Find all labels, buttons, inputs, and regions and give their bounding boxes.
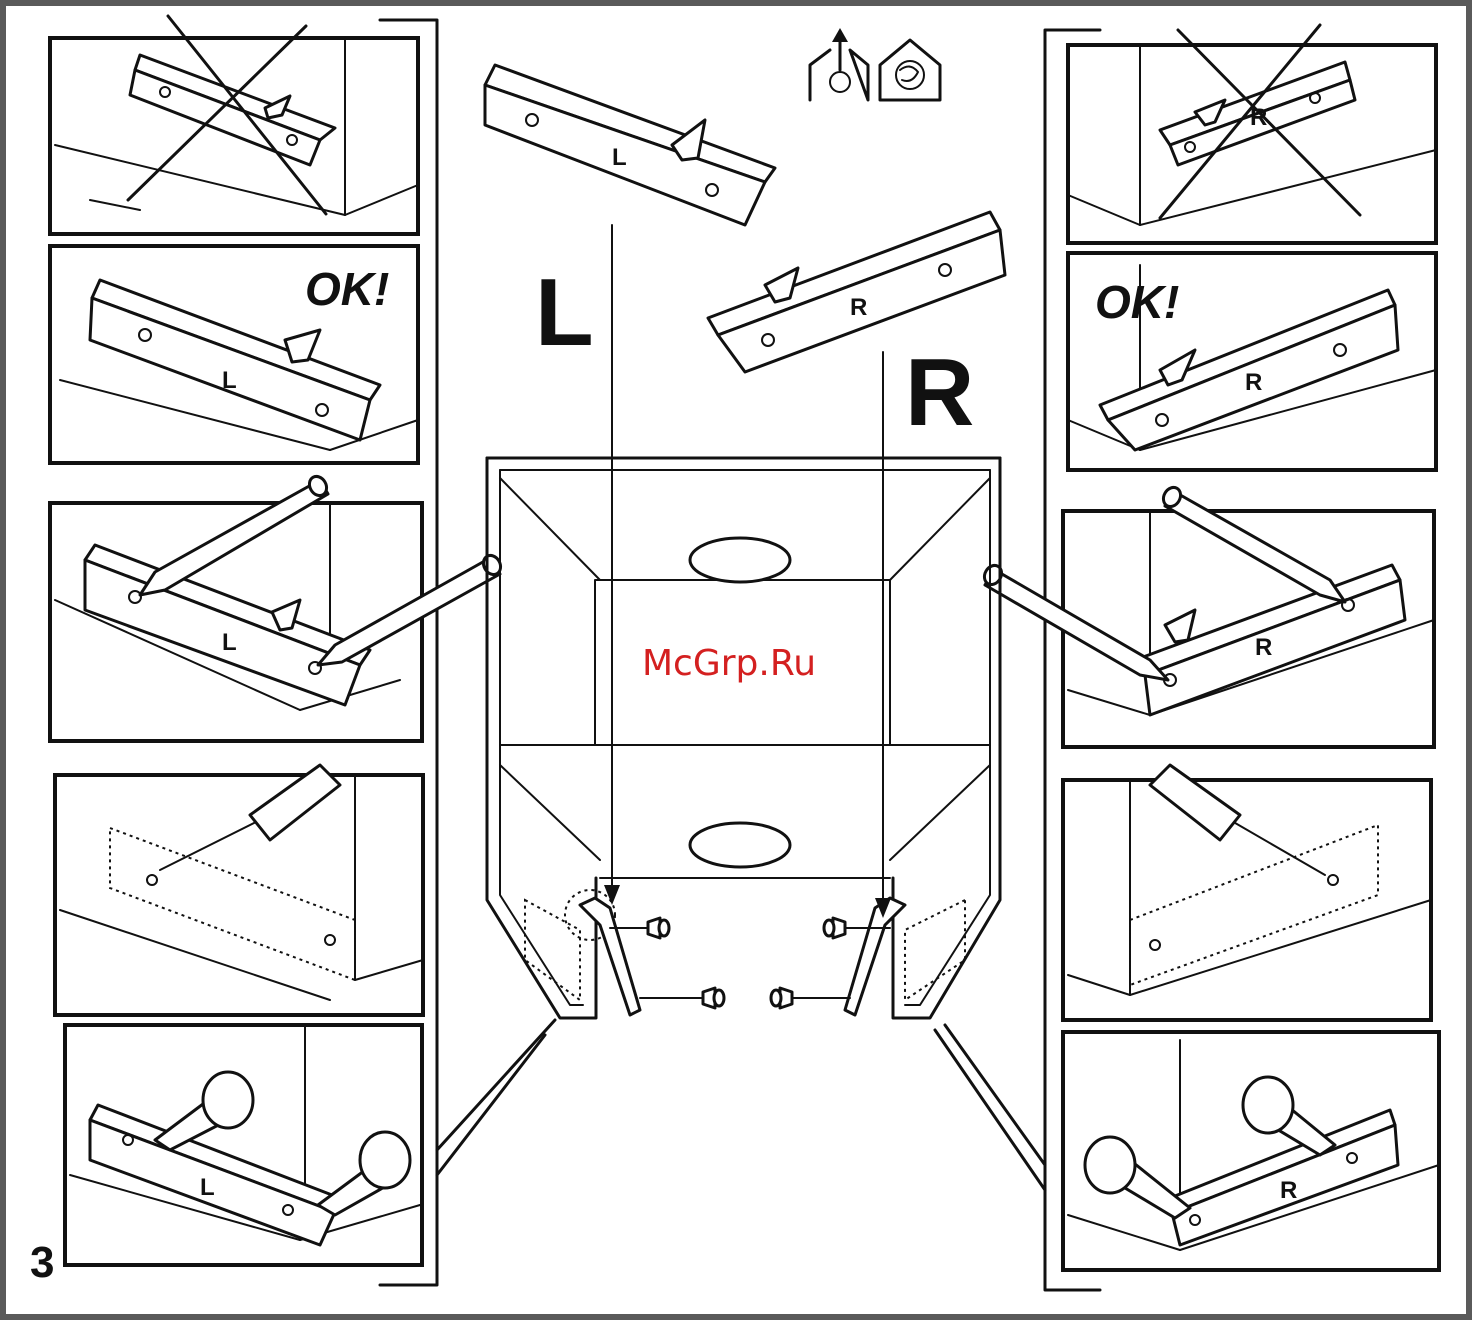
watermark-text: McGrp.Ru bbox=[642, 643, 816, 684]
bracket-mark-right: R bbox=[850, 294, 867, 321]
left-panel-ok: OK! L bbox=[50, 246, 418, 463]
page-number: 3 bbox=[30, 1238, 54, 1287]
ok-label: OK! bbox=[1095, 276, 1179, 328]
bracket-mark-right: R bbox=[1280, 1177, 1297, 1204]
bracket-mark-right: R bbox=[1245, 369, 1262, 396]
cabinet-section bbox=[487, 458, 1000, 1018]
arrow-left-install bbox=[604, 225, 620, 905]
right-panel-awl bbox=[1063, 765, 1431, 1020]
left-panel-screws: L bbox=[65, 1025, 422, 1265]
bracket-mark-left: L bbox=[222, 629, 237, 656]
arrow-right-install bbox=[875, 352, 891, 918]
bracket-mark-left: L bbox=[222, 367, 237, 394]
side-label-right: R bbox=[905, 339, 974, 446]
bracket-mark-right: R bbox=[1255, 634, 1272, 661]
left-panel-wrong bbox=[50, 16, 418, 234]
ducted-extraction-icon bbox=[810, 28, 868, 100]
installation-diagram-page: OK! L L bbox=[6, 6, 1466, 1314]
right-panel-screws: R bbox=[1063, 1032, 1439, 1270]
bracket-mark-left: L bbox=[612, 144, 627, 171]
ok-label: OK! bbox=[305, 263, 389, 315]
right-panel-wrong: R bbox=[1068, 25, 1436, 243]
right-panel-ok: OK! R bbox=[1068, 253, 1436, 470]
bracket-mark-left: L bbox=[200, 1174, 215, 1201]
bracket-left-loose: L bbox=[485, 65, 775, 225]
side-label-left: L bbox=[535, 259, 594, 366]
right-panel-marking: R bbox=[981, 484, 1434, 747]
recirculation-icon bbox=[880, 40, 940, 100]
left-panel-awl bbox=[55, 765, 423, 1015]
instruction-diagram: OK! L L bbox=[6, 6, 1466, 1314]
